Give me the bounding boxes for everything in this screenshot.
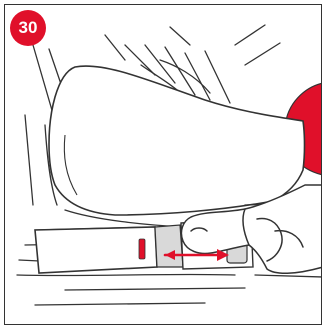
illustration-frame: 30 [4, 4, 322, 325]
step-number-badge: 30 [10, 10, 46, 46]
lever-housing-shade [155, 225, 183, 267]
seat-release-illustration [5, 5, 322, 325]
seat-cushion-outline [49, 66, 305, 215]
red-indicator-icon [139, 239, 145, 259]
